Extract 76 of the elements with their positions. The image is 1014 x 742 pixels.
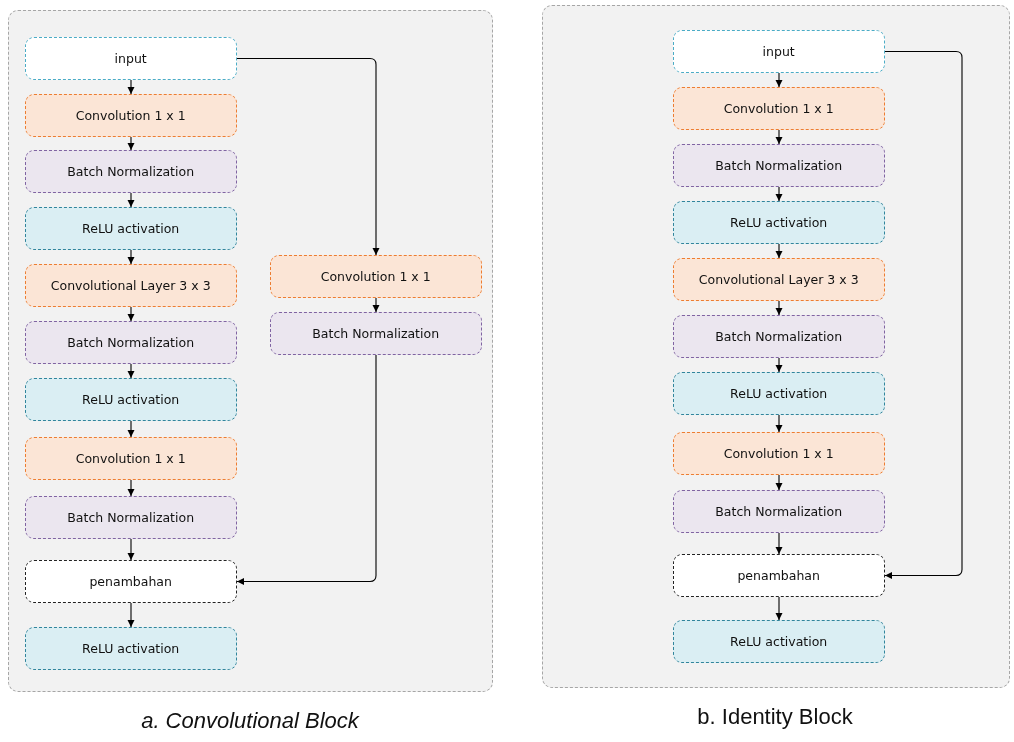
layer-box xyxy=(672,143,885,187)
layer-box xyxy=(672,86,885,130)
layer-box xyxy=(24,626,237,670)
arrow xyxy=(775,414,783,433)
layer-box xyxy=(24,377,237,421)
arrow xyxy=(127,420,135,438)
arrow xyxy=(127,479,135,497)
arrow xyxy=(775,532,783,555)
layer-label: ReLU activation xyxy=(730,214,828,230)
layer-label: Batch Normalization xyxy=(715,328,843,344)
arrow xyxy=(775,474,783,491)
layer-box xyxy=(672,29,885,73)
layer-label: ReLU activation xyxy=(730,385,828,401)
arrow xyxy=(775,596,783,621)
layer-box xyxy=(672,371,885,415)
layer-label: input xyxy=(762,43,795,59)
layer-box xyxy=(24,206,237,250)
layer-box xyxy=(672,553,885,597)
block-caption: a. Convolutional Block xyxy=(141,708,359,734)
layer-box xyxy=(672,619,885,663)
layer-box xyxy=(672,431,885,475)
arrow xyxy=(884,50,963,579)
layer-box xyxy=(672,489,885,533)
arrow xyxy=(372,297,380,313)
arrow xyxy=(127,249,135,265)
arrow xyxy=(127,79,135,95)
arrow xyxy=(127,136,135,151)
layer-label: Convolution 1 x 1 xyxy=(75,107,186,123)
layer-box xyxy=(672,314,885,358)
layer-box xyxy=(24,263,237,307)
layer-label: ReLU activation xyxy=(82,640,180,656)
layer-label: penambahan xyxy=(89,573,172,589)
layer-box xyxy=(24,93,237,137)
layer-label: Convolution 1 x 1 xyxy=(723,100,834,116)
layer-label: ReLU activation xyxy=(82,220,180,236)
layer-box xyxy=(24,320,237,364)
layer-box xyxy=(269,254,482,298)
arrow xyxy=(127,602,135,628)
arrow xyxy=(775,72,783,88)
arrow xyxy=(775,300,783,316)
arrow xyxy=(127,363,135,379)
layer-label: ReLU activation xyxy=(730,633,828,649)
arrow xyxy=(127,192,135,208)
layer-label: Batch Normalization xyxy=(67,163,195,179)
arrow xyxy=(775,129,783,145)
layer-box xyxy=(24,436,237,480)
arrow xyxy=(775,186,783,202)
arrow xyxy=(127,538,135,561)
layer-label: Convolutional Layer 3 x 3 xyxy=(50,277,211,293)
block-caption: b. Identity Block xyxy=(697,704,853,730)
layer-label: Convolutional Layer 3 x 3 xyxy=(698,271,859,287)
layer-label: Batch Normalization xyxy=(715,503,843,519)
layer-label: Convolution 1 x 1 xyxy=(320,268,431,284)
layer-label: Batch Normalization xyxy=(67,509,195,525)
layer-box xyxy=(24,36,237,80)
panel-background xyxy=(8,10,493,692)
layer-box xyxy=(672,200,885,244)
arrow xyxy=(775,243,783,259)
arrow xyxy=(775,357,783,373)
layer-label: Convolution 1 x 1 xyxy=(723,445,834,461)
arrow xyxy=(236,57,380,256)
layer-box xyxy=(672,257,885,301)
layer-box xyxy=(269,311,482,355)
layer-label: ReLU activation xyxy=(82,391,180,407)
layer-label: Batch Normalization xyxy=(312,325,440,341)
layer-label: Batch Normalization xyxy=(67,334,195,350)
layer-label: input xyxy=(114,50,147,66)
layer-box xyxy=(24,149,237,193)
arrow xyxy=(236,354,377,585)
layer-label: Batch Normalization xyxy=(715,157,843,173)
layer-label: penambahan xyxy=(737,567,820,583)
panel-background xyxy=(542,5,1010,688)
layer-label: Convolution 1 x 1 xyxy=(75,450,186,466)
arrow xyxy=(127,306,135,322)
layer-box xyxy=(24,495,237,539)
layer-box xyxy=(24,559,237,603)
